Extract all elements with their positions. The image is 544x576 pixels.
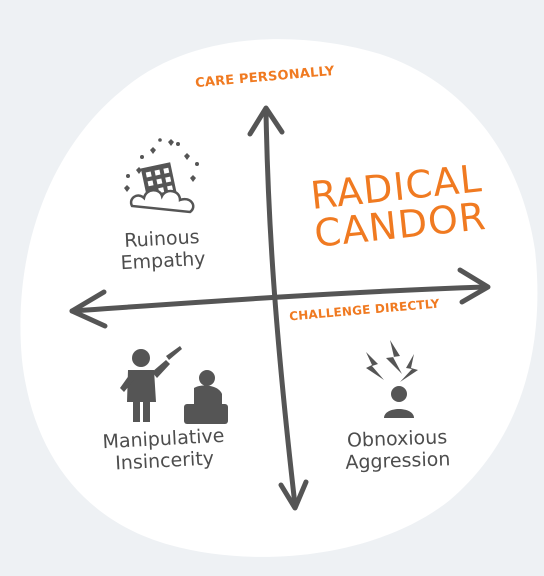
- building-in-clouds-with-hearts-icon: [124, 138, 199, 214]
- horizontal-axis-arrow: [69, 267, 491, 329]
- person-stabbing-in-back-icon: [120, 346, 228, 424]
- manipulative-insincerity-label: Manipulative Insincerity: [102, 425, 226, 475]
- obnoxious-aggression-line2: Aggression: [345, 448, 451, 474]
- ruinous-empathy-label: Ruinous Empathy: [119, 226, 206, 274]
- vertical-axis-arrow: [247, 105, 309, 511]
- ruinous-empathy-line2: Empathy: [120, 247, 207, 275]
- obnoxious-aggression-label: Obnoxious Aggression: [344, 426, 451, 474]
- radical-candor-label: RADICAL CANDOR: [308, 156, 488, 256]
- person-with-lightning-bolts-icon: [366, 340, 418, 418]
